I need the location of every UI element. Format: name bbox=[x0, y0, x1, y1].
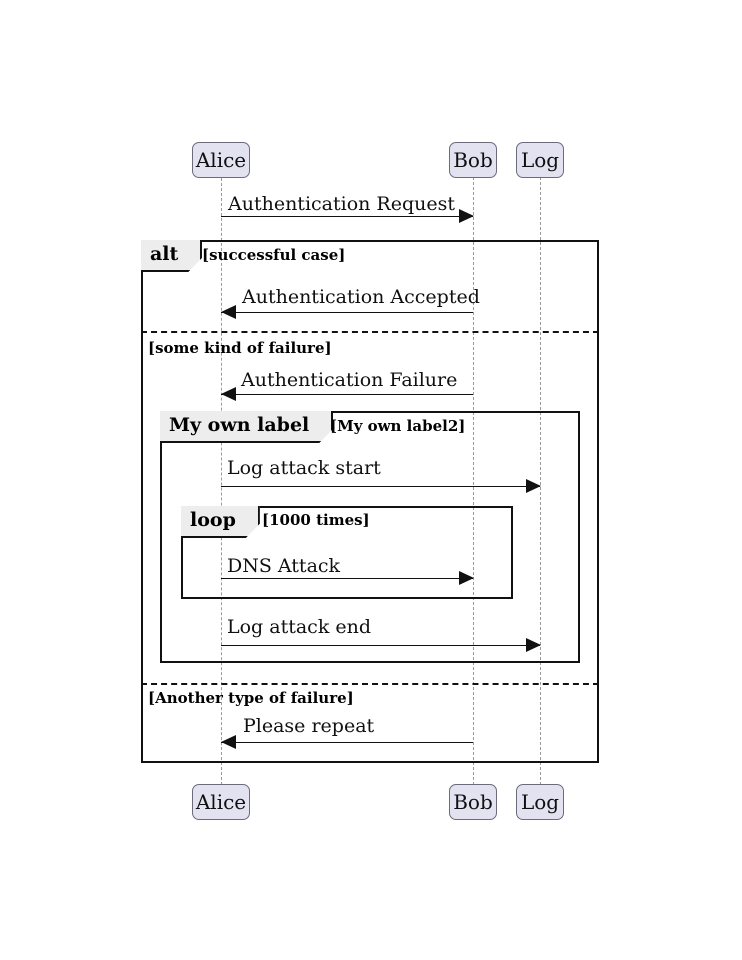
fragment-alt bbox=[141, 240, 599, 763]
participant-alice-bottom-label: Alice bbox=[195, 790, 247, 814]
message-arrowhead-please-repeat bbox=[221, 735, 236, 749]
fragment-alt-separator-1 bbox=[141, 331, 599, 333]
message-line-authentication-request bbox=[221, 216, 473, 217]
participant-log-top[interactable]: Log bbox=[516, 142, 564, 178]
fragment-alt-operator: alt bbox=[141, 240, 202, 272]
participant-bob-bottom[interactable]: Bob bbox=[449, 784, 497, 820]
message-label-authentication-accepted: Authentication Accepted bbox=[242, 286, 480, 308]
fragment-loop bbox=[181, 506, 513, 599]
participant-log-bottom[interactable]: Log bbox=[516, 784, 564, 820]
fragment-alt-guard-2: [some kind of failure] bbox=[148, 339, 332, 357]
message-line-please-repeat bbox=[221, 742, 473, 743]
participant-log-bottom-label: Log bbox=[520, 790, 560, 814]
participant-bob-top[interactable]: Bob bbox=[449, 142, 497, 178]
participant-bob-top-label: Bob bbox=[453, 148, 493, 172]
participant-alice-top-label: Alice bbox=[195, 148, 247, 172]
lifeline-log bbox=[540, 172, 541, 785]
message-label-authentication-request: Authentication Request bbox=[228, 193, 455, 215]
fragment-my-own-label-guard-1: [My own label2] bbox=[330, 417, 466, 435]
fragment-my-own-label-operator: My own label bbox=[160, 411, 333, 443]
message-arrowhead-authentication-accepted bbox=[221, 305, 236, 319]
message-line-authentication-accepted bbox=[221, 312, 473, 313]
message-label-authentication-failure: Authentication Failure bbox=[241, 369, 458, 391]
message-label-please-repeat: Please repeat bbox=[243, 715, 375, 737]
message-label-log-attack-end: Log attack end bbox=[227, 616, 372, 638]
participant-log-top-label: Log bbox=[520, 148, 560, 172]
lifeline-bob bbox=[473, 172, 474, 785]
message-arrowhead-log-attack-end bbox=[526, 638, 541, 652]
participant-alice-bottom[interactable]: Alice bbox=[192, 784, 250, 820]
fragment-alt-operator-label: alt bbox=[150, 243, 179, 265]
participant-bob-bottom-label: Bob bbox=[453, 790, 493, 814]
message-arrowhead-authentication-request bbox=[459, 209, 474, 223]
participant-alice-top[interactable]: Alice bbox=[192, 142, 250, 178]
fragment-alt-separator-2 bbox=[141, 683, 599, 685]
fragment-loop-guard-1: [1000 times] bbox=[262, 511, 370, 529]
fragment-my-own-label-operator-label: My own label bbox=[169, 414, 310, 436]
fragment-my-own-label bbox=[160, 411, 580, 663]
lifeline-alice bbox=[221, 178, 222, 785]
message-label-log-attack-start: Log attack start bbox=[227, 457, 381, 479]
message-arrowhead-dns-attack bbox=[459, 571, 474, 585]
message-arrowhead-authentication-failure bbox=[221, 387, 236, 401]
fragment-loop-operator-label: loop bbox=[190, 509, 236, 531]
message-line-dns-attack bbox=[221, 578, 473, 579]
fragment-loop-operator: loop bbox=[181, 506, 260, 538]
message-line-log-attack-end bbox=[221, 645, 540, 646]
message-arrowhead-log-attack-start bbox=[526, 479, 541, 493]
message-line-authentication-failure bbox=[221, 394, 473, 395]
fragment-alt-guard-1: [successful case] bbox=[202, 246, 346, 264]
fragment-alt-guard-3: [Another type of failure] bbox=[148, 689, 354, 707]
message-label-dns-attack: DNS Attack bbox=[227, 555, 341, 577]
message-line-log-attack-start bbox=[221, 486, 540, 487]
